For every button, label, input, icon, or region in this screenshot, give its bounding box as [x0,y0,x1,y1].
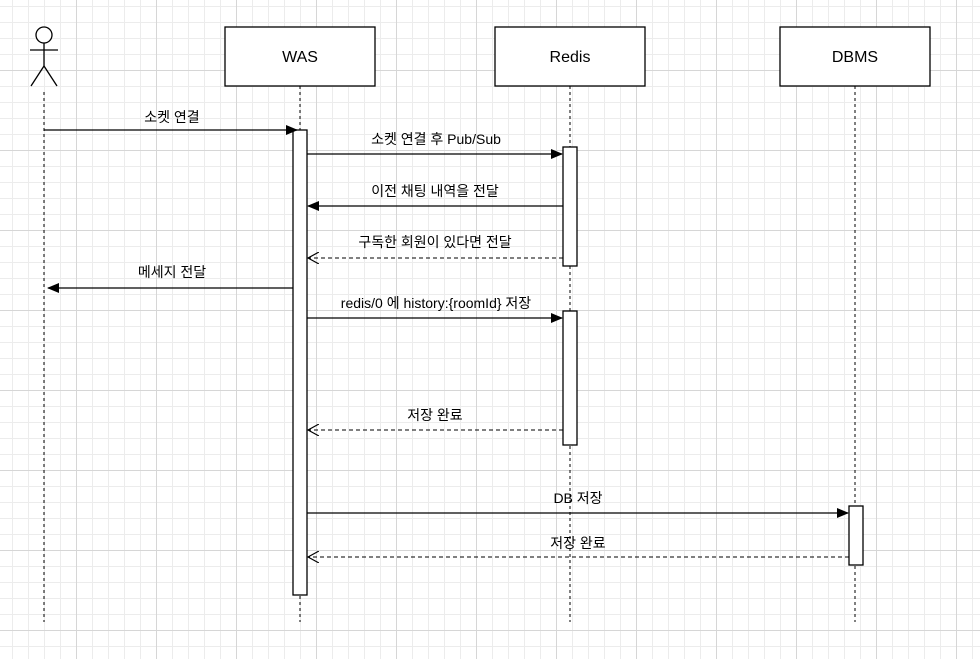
message-3-label: 이전 채팅 내역을 전달 [371,183,499,199]
actor-leg-right [43,65,58,87]
activation-redis-2[interactable] [562,310,578,446]
activation-was[interactable] [292,129,308,596]
participant-was-label: WAS [282,49,318,66]
actor-leg-left [30,65,45,87]
message-6-label: redis/0 에 history:{roomId} 저장 [341,295,531,311]
message-9-label: 저장 완료 [550,535,606,551]
activation-dbms[interactable] [848,505,864,566]
message-7[interactable]: 저장 완료 [308,407,563,430]
message-2-label: 소켓 연결 후 Pub/Sub [371,131,501,147]
participant-redis[interactable]: Redis [494,26,646,87]
participant-dbms-label: DBMS [832,49,878,66]
participant-redis-label: Redis [550,49,591,66]
activation-redis-1[interactable] [562,146,578,267]
message-9[interactable]: 저장 완료 [308,535,849,557]
message-3[interactable]: 이전 채팅 내역을 전달 [307,183,563,211]
message-1[interactable]: 소켓 연결 [44,109,298,135]
actor-user[interactable] [30,26,58,87]
participant-dbms[interactable]: DBMS [779,26,931,87]
message-4-label: 구독한 회원이 있다면 전달 [358,234,511,250]
message-2[interactable]: 소켓 연결 후 Pub/Sub [307,131,563,159]
message-4[interactable]: 구독한 회원이 있다면 전달 [308,234,563,258]
message-8-label: DB 저장 [553,490,602,506]
message-6[interactable]: redis/0 에 history:{roomId} 저장 [307,295,563,323]
message-7-label: 저장 완료 [407,407,463,423]
participant-was[interactable]: WAS [224,26,376,87]
actor-head [35,26,53,44]
message-8[interactable]: DB 저장 [307,490,849,518]
message-5[interactable]: 메세지 전달 [47,264,293,293]
message-1-label: 소켓 연결 [144,109,199,125]
message-5-label: 메세지 전달 [138,264,206,280]
